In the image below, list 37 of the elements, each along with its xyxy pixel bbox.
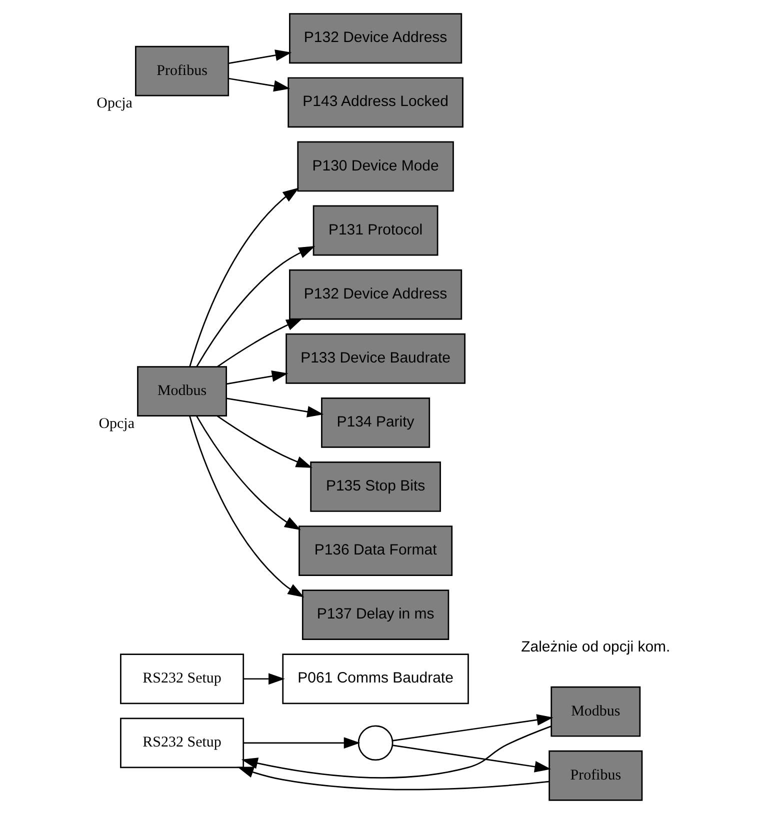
node-box: P143 Address Locked [288,77,464,128]
arrow [196,416,301,530]
arrow [226,398,324,418]
label: Zależnie od opcji kom. [521,638,670,656]
node-circle [358,725,394,761]
node-box: P132 Device Address [289,13,462,64]
node-box: P132 Device Address [289,269,462,320]
arrow [228,50,292,64]
arrow [392,714,554,742]
arrow [237,766,550,790]
arrow [392,744,552,772]
node-label: Opcja [96,96,132,112]
node-box: RS232 Setup [120,718,244,768]
node-box: P133 Device Baudrate [286,333,466,384]
arrow [216,415,312,468]
arrow [226,370,288,385]
arrow [244,673,285,685]
node-box: P136 Data Format [298,526,453,576]
node-box: P137 Delay in ms [302,590,450,640]
node-box: P130 Device Mode [297,141,454,192]
node-box: P131 Protocol [312,205,438,256]
node-box: P135 Stop Bits [310,462,441,512]
node-box: P061 Comms Baudrate [282,654,469,704]
node-box: Modbus [137,366,227,417]
node-box: RS232 Setup [120,654,244,704]
arrow [241,726,552,778]
arrow [228,78,290,92]
node-box: P134 Parity [321,397,430,448]
arrow [189,416,304,598]
node-box: Modbus [550,686,641,737]
node-box: Profibus [135,46,230,96]
arrow [196,246,316,368]
node-label: Opcja [98,416,135,432]
arrow [244,737,360,749]
arrow [189,188,300,367]
node-box: Profibus [548,750,643,801]
arrow [216,318,303,368]
